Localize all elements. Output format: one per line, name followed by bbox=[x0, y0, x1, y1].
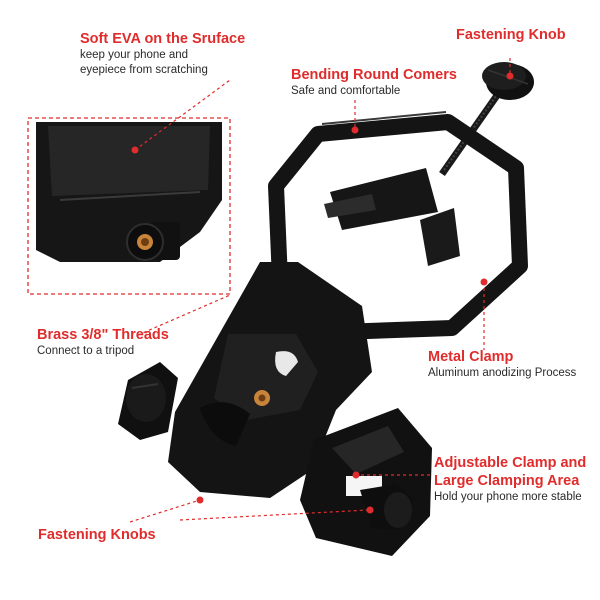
callout-fastening-knob-title: Fastening Knob bbox=[456, 27, 566, 43]
callout-adjustable-clamp-title-1: Adjustable Clamp and bbox=[434, 455, 587, 471]
callout-soft-eva: Soft EVA on the Sruface keep your phone … bbox=[80, 30, 245, 78]
callout-bending-corners-title: Bending Round Comers bbox=[291, 67, 457, 83]
callout-brass-threads: Brass 3/8" Threads Connect to a tripod bbox=[37, 326, 169, 359]
callout-soft-eva-desc-2: eyepiece from scratching bbox=[80, 64, 208, 76]
leader-lines bbox=[129, 58, 511, 523]
callout-adjustable-clamp: Adjustable Clamp and Large Clamping Area… bbox=[434, 454, 586, 505]
eva-zoom-inset bbox=[27, 117, 231, 295]
top-fastening-knob bbox=[482, 62, 534, 100]
callout-fastening-knob: Fastening Knob bbox=[456, 26, 566, 44]
octagon-clamp bbox=[268, 111, 528, 340]
lower-clamp bbox=[300, 408, 432, 556]
callout-adjustable-clamp-desc: Hold your phone more stable bbox=[434, 491, 582, 503]
callout-metal-clamp-title: Metal Clamp bbox=[428, 349, 514, 365]
callout-adjustable-clamp-title-2: Large Clamping Area bbox=[434, 473, 580, 489]
callout-bending-corners: Bending Round Comers Safe and comfortabl… bbox=[291, 66, 457, 99]
callout-metal-clamp: Metal Clamp Aluminum anodizing Process bbox=[428, 348, 576, 381]
callout-soft-eva-title: Soft EVA on the Sruface bbox=[80, 31, 246, 47]
callout-metal-clamp-desc: Aluminum anodizing Process bbox=[428, 367, 577, 379]
callout-bending-corners-desc: Safe and comfortable bbox=[291, 85, 401, 97]
callout-brass-threads-title: Brass 3/8" Threads bbox=[37, 327, 169, 343]
callout-fastening-knobs-title: Fastening Knobs bbox=[38, 527, 156, 543]
callout-fastening-knobs: Fastening Knobs bbox=[38, 526, 156, 544]
left-fastening-knob bbox=[118, 362, 178, 440]
callout-brass-threads-desc: Connect to a tripod bbox=[37, 345, 135, 357]
callout-soft-eva-desc-1: keep your phone and bbox=[80, 49, 189, 61]
callout-dots bbox=[131, 72, 514, 514]
